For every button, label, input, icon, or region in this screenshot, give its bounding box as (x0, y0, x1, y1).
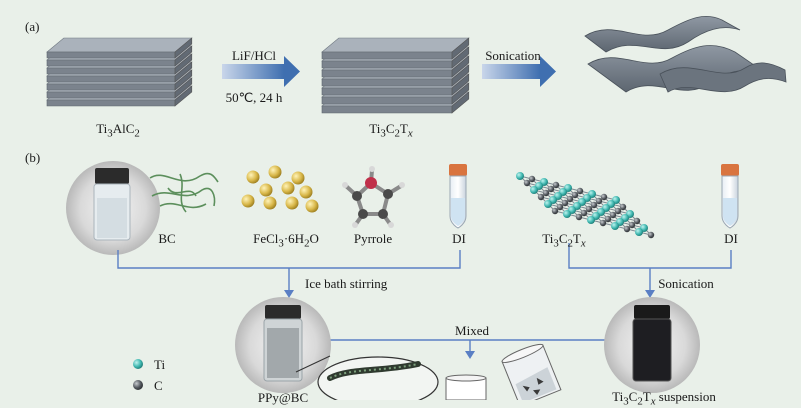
di-label-right: DI (724, 231, 738, 246)
sonication-label-a: Sonication (485, 48, 541, 63)
sonication-arrow (482, 56, 556, 87)
di-tube-right (721, 164, 739, 229)
legend-ti-marker (133, 359, 143, 369)
pyrrole-label: Pyrrole (353, 231, 393, 246)
panel-b-label: (b) (25, 150, 41, 165)
sonication-label-b: Sonication (658, 276, 714, 291)
bc-vial-image (66, 161, 160, 255)
suspension-vial-image (604, 297, 700, 393)
mixing-beakers (445, 343, 562, 400)
legend-markers (133, 359, 143, 390)
fecl3-label: FeCl3·6H2O (253, 231, 319, 250)
ice-bath-label: Ice bath stirring (305, 276, 388, 291)
legend-ti-label: Ti (154, 357, 166, 372)
fecl3-particles (241, 165, 319, 213)
ppy-bc-label: PPy@BC (257, 390, 309, 405)
ti3c2tx-block (321, 37, 470, 114)
flow-arrowheads (284, 290, 655, 359)
di-label-left: DI (452, 231, 466, 246)
flow-lines (117, 243, 732, 352)
bc-label: BC (158, 231, 176, 246)
mxene-lattice (516, 172, 655, 239)
ppy-bc-vial-image (235, 297, 331, 393)
legend-c-label: C (154, 378, 163, 393)
suspension-label: Ti3C2Tx suspension (612, 389, 716, 408)
ti3alc2-block (46, 37, 193, 107)
legend-c-marker (133, 380, 143, 390)
mixed-label: Mixed (455, 323, 489, 338)
bc-fibers (149, 172, 219, 213)
ti3alc2-label: Ti3AlC2 (96, 121, 140, 140)
di-tube-left (449, 164, 467, 229)
pyrrole-molecule (342, 166, 405, 228)
etching-reagent-label: LiF/HCl (231, 48, 277, 63)
ppy-bc-zoom-ellipse (295, 355, 439, 400)
etching-arrow (222, 56, 300, 87)
mxene-nanosheets (584, 16, 787, 93)
ti3c2tx-label-a: Ti3C2Tx (369, 121, 413, 140)
ti3c2tx-label-b: Ti3C2Tx (542, 231, 586, 250)
etching-condition-label: 50℃, 24 h (225, 90, 283, 105)
panel-a-label: (a) (25, 19, 40, 34)
